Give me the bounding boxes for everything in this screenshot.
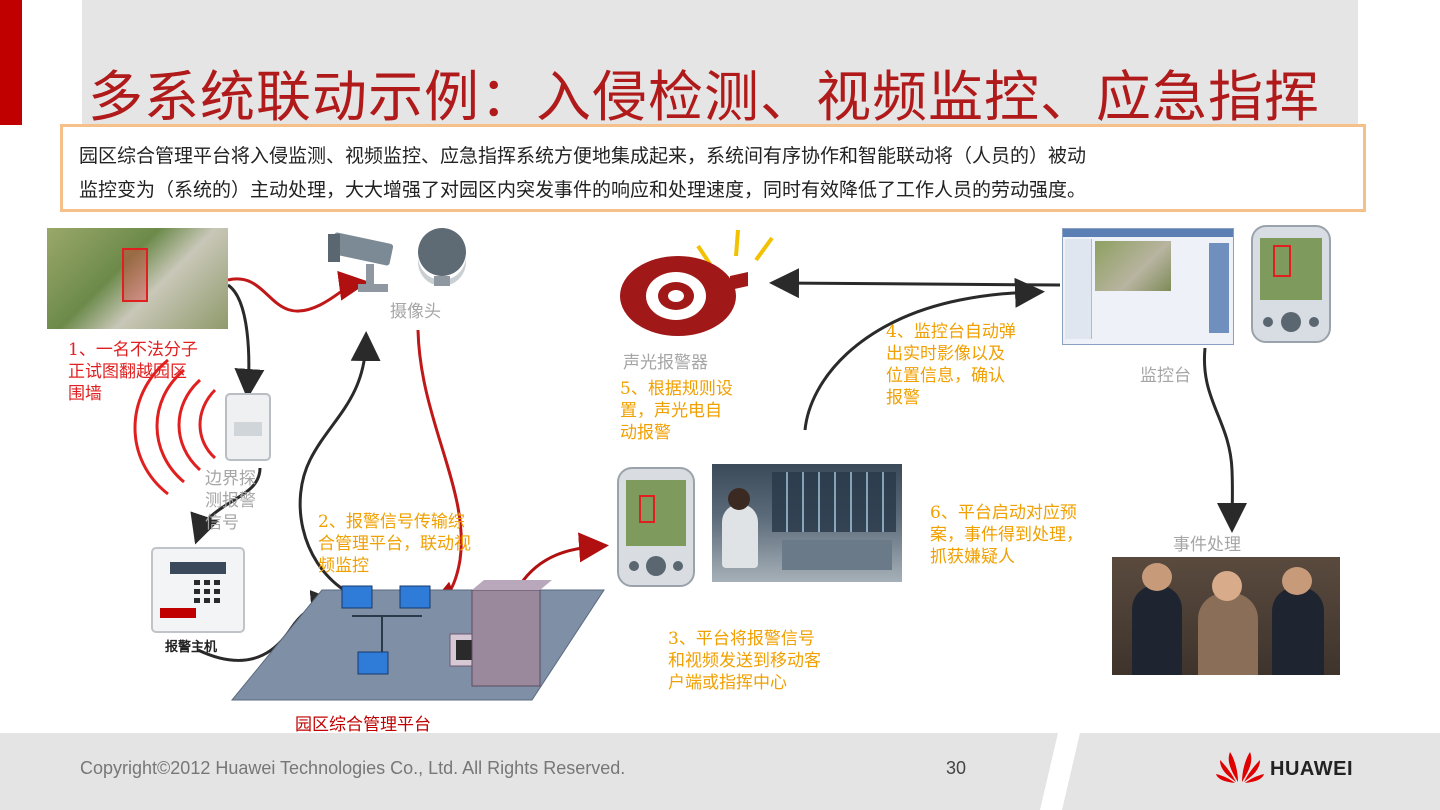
detector-wave-arcs — [133, 358, 217, 496]
header-band — [82, 0, 1358, 128]
step-4-text: 4、监控台自动弹出实时影像以及位置信息，确认报警 — [886, 322, 1016, 408]
arrow-monitor-to-alarm — [769, 268, 1061, 299]
alarm-host-label: 报警主机 — [165, 640, 218, 655]
arrow-detector-to-host — [190, 467, 262, 545]
event-handling-label: 事件处理 — [1173, 535, 1241, 555]
summary-box: 园区综合管理平台将入侵监测、视频监控、应急指挥系统方便地集成起来，系统间有序协作… — [60, 124, 1366, 212]
footer-copyright: Copyright©2012 Huawei Technologies Co., … — [80, 758, 626, 778]
monitor-station-label: 监控台 — [1140, 366, 1191, 386]
arrest-photo — [1112, 557, 1340, 675]
summary-line-1: 园区综合管理平台将入侵监测、视频监控、应急指挥系统方便地集成起来，系统间有序协作… — [79, 145, 1087, 167]
huawei-brand-text: HUAWEI — [1270, 758, 1353, 780]
slide-title: 多系统联动示例：入侵检测、视频监控、应急指挥 — [88, 65, 1321, 129]
accent-bar — [0, 0, 22, 125]
footer-divider — [1040, 733, 1080, 810]
footer-band — [0, 733, 1440, 810]
command-center-photo — [712, 464, 902, 582]
arrow-intruder-to-detector — [227, 283, 265, 399]
alarm-host-icon — [151, 547, 245, 633]
arrow-center-to-monitor — [803, 277, 1045, 431]
monitor-station-screen — [1062, 228, 1234, 345]
border-detect-label: 边界探测报警信号 — [205, 469, 256, 533]
huawei-logo-icon — [1216, 752, 1264, 783]
platform-network-icon — [230, 580, 605, 701]
alarm-device-label: 声光报警器 — [623, 353, 708, 373]
step-2-text: 2、报警信号传输综合管理平台，联动视频监控 — [318, 512, 471, 576]
page-number: 30 — [946, 758, 967, 778]
platform-label: 园区综合管理平台 — [295, 715, 431, 735]
arrow-platform-to-camera — [298, 331, 381, 592]
intruder-highlight — [122, 248, 148, 302]
step-6-text: 6、平台启动对应预案，事件得到处理，抓获嫌疑人 — [930, 503, 1083, 567]
intruder-photo — [47, 228, 228, 329]
step-1-text: 1、一名不法分子正试图翻越园区围墙 — [68, 340, 198, 404]
step-3-text: 3、平台将报警信号和视频发送到移动客户端或指挥中心 — [668, 629, 821, 693]
siren-icon — [620, 229, 774, 336]
arrow-intruder-to-camera — [227, 270, 369, 313]
summary-line-2: 监控变为（系统的）主动处理，大大增强了对园区内突发事件的响应和处理速度，同时有效… — [79, 179, 1087, 201]
step-5-text: 5、根据规则设置，声光电自动报警 — [620, 379, 733, 443]
arrow-monitor-to-event — [1202, 347, 1248, 533]
pda-icon — [1251, 225, 1331, 343]
mobile-client-icon — [617, 467, 695, 587]
platform-workstations — [341, 580, 552, 687]
motion-detector-icon — [225, 393, 271, 461]
camera-icon — [328, 228, 466, 292]
camera-label: 摄像头 — [390, 302, 441, 322]
